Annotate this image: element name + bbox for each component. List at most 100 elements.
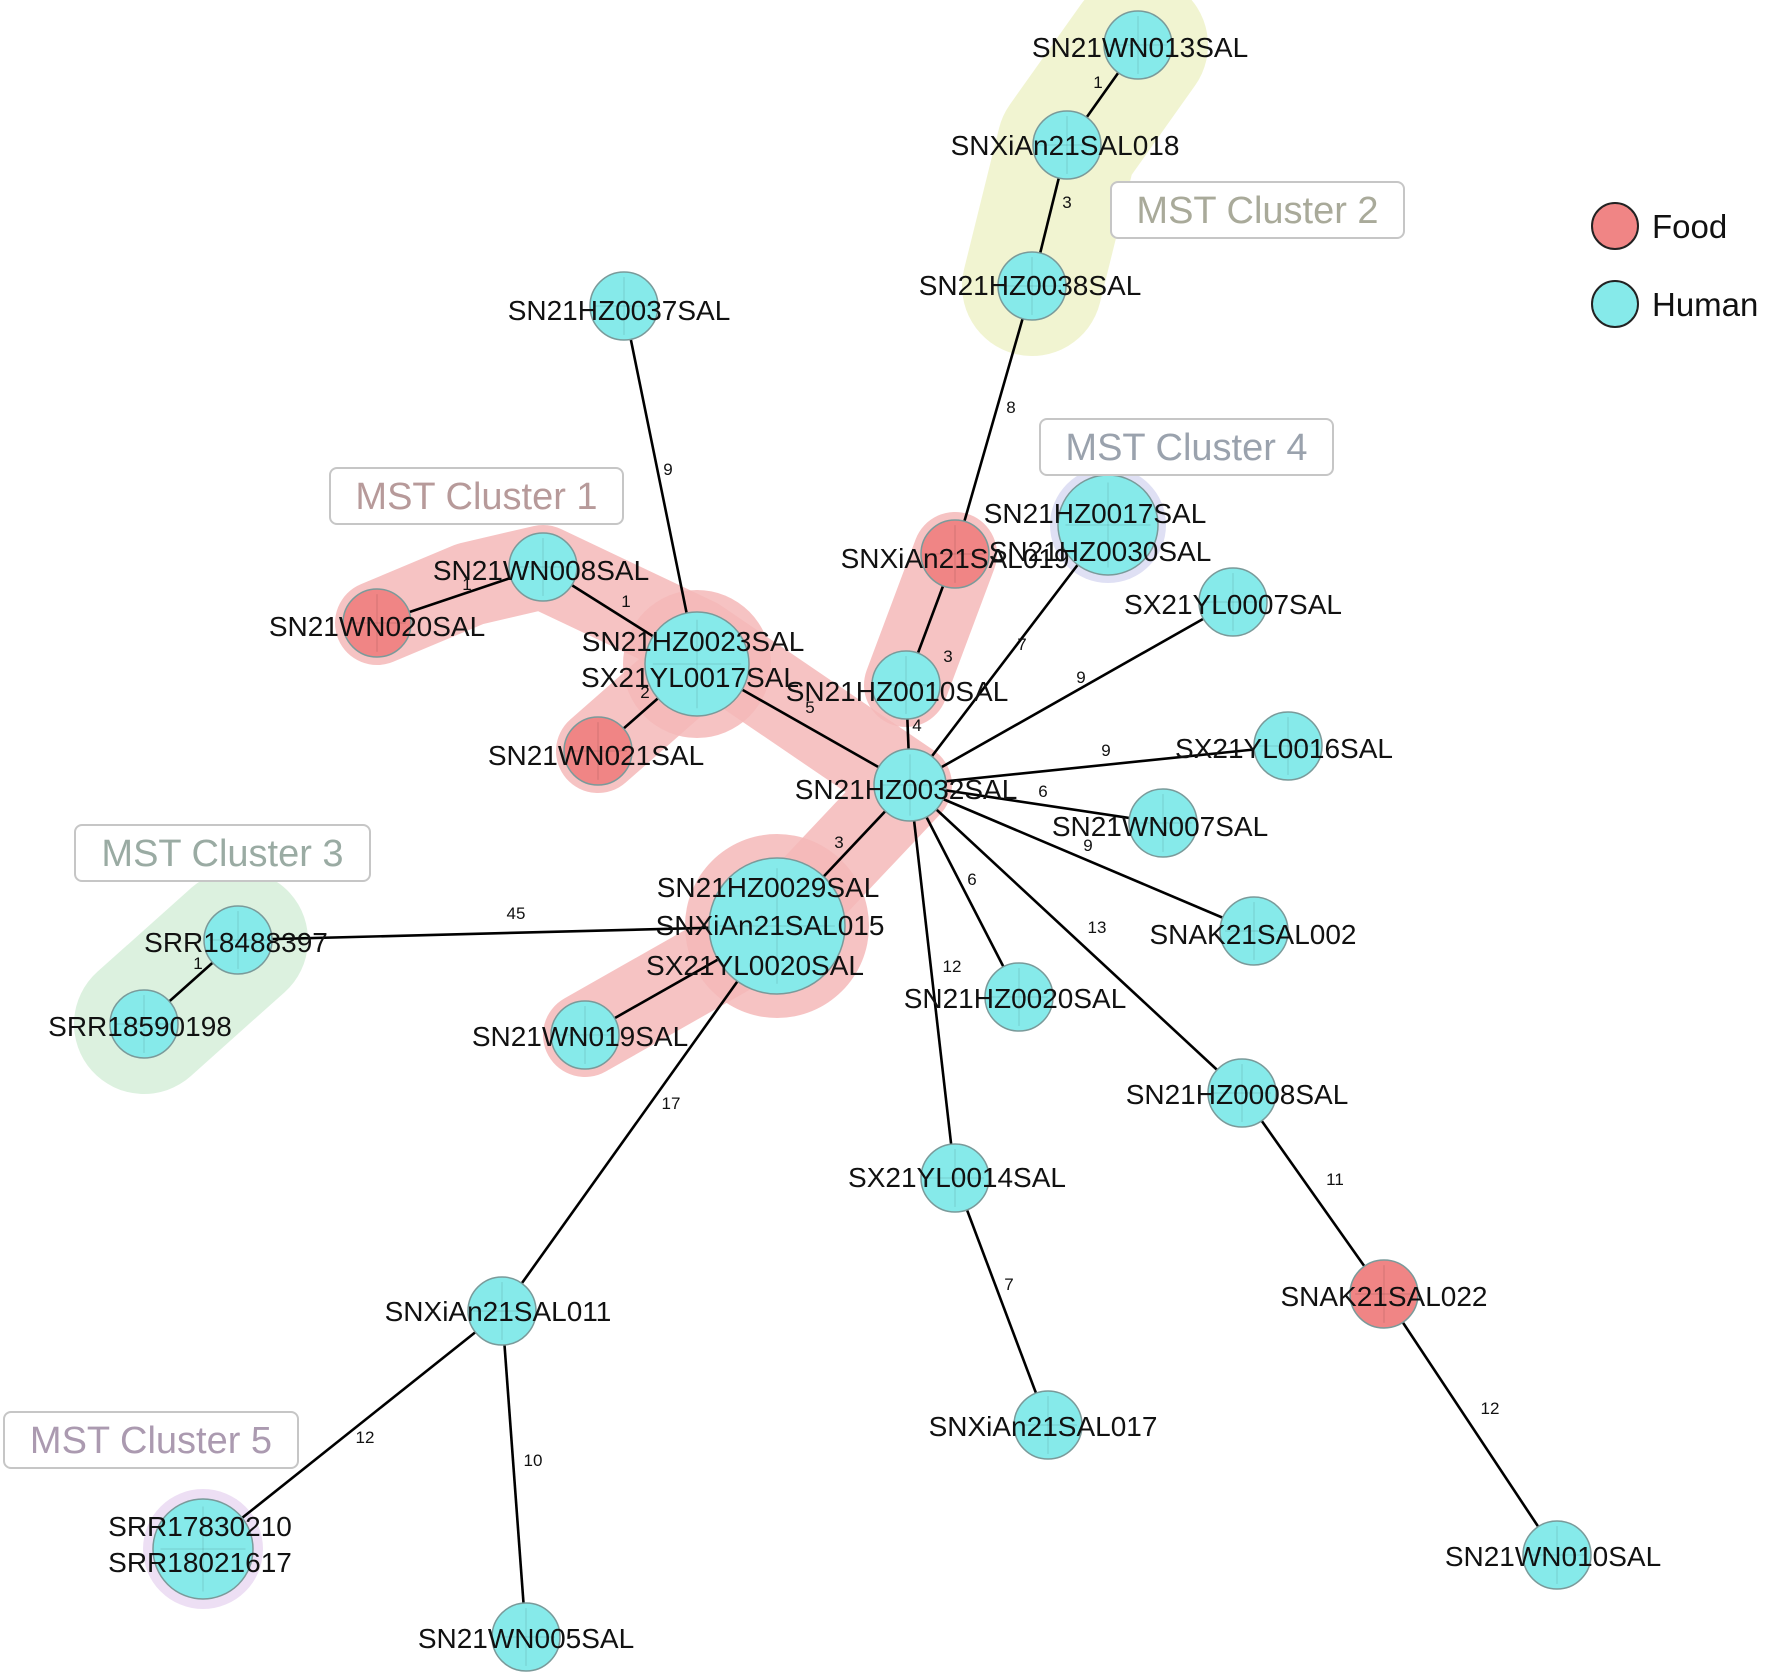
node-label: SRR17830210 <box>108 1511 292 1542</box>
node-label: SN21WN021SAL <box>488 740 704 771</box>
node-label: SN21WN005SAL <box>418 1623 634 1654</box>
node-n9[interactable] <box>342 588 412 658</box>
node-label: SN21HZ0008SAL <box>1126 1079 1349 1110</box>
node-n27[interactable] <box>152 1498 254 1600</box>
cluster-title-box <box>74 824 371 882</box>
node-circle[interactable] <box>1253 711 1323 781</box>
node-circle[interactable] <box>467 1276 537 1346</box>
node-n18[interactable] <box>203 905 273 975</box>
node-circle[interactable] <box>342 588 412 658</box>
edge-n3-n5 <box>953 285 1034 555</box>
node-label: SN21WN020SAL <box>269 611 485 642</box>
node-n14[interactable] <box>1253 711 1323 781</box>
node-n2[interactable] <box>1032 110 1102 180</box>
node-circle[interactable] <box>1103 10 1173 80</box>
node-circle[interactable] <box>491 1602 561 1672</box>
node-circle[interactable] <box>984 962 1054 1032</box>
node-circle[interactable] <box>1013 1390 1083 1460</box>
node-label: SN21WN019SAL <box>472 1021 688 1052</box>
node-label: SN21HZ0038SAL <box>919 270 1142 301</box>
edge-n24-n29 <box>500 1310 528 1638</box>
node-n23[interactable] <box>920 1143 990 1213</box>
node-label: SN21HZ0023SAL <box>582 626 805 657</box>
node-circle[interactable] <box>1522 1520 1592 1590</box>
cluster-title-text: MST Cluster 1 <box>355 476 597 518</box>
node-label: SN21HZ0029SAL <box>657 872 880 903</box>
node-circle[interactable] <box>644 611 750 717</box>
node-n4[interactable] <box>589 271 659 341</box>
node-circle[interactable] <box>1219 896 1289 966</box>
node-n21[interactable] <box>984 962 1054 1032</box>
node-label: SN21WN013SAL <box>1032 32 1248 63</box>
edge-n18-n17 <box>237 924 778 942</box>
cluster-title-c4: MST Cluster 4 <box>1039 418 1334 476</box>
edge-distance-label: 3 <box>1062 193 1071 212</box>
node-circle[interactable] <box>920 519 990 589</box>
node-n10[interactable] <box>644 611 750 717</box>
node-n7[interactable] <box>1198 567 1268 637</box>
node-n26[interactable] <box>1013 1390 1083 1460</box>
node-circle[interactable] <box>1207 1058 1277 1128</box>
node-label: SNXiAn21SAL018 <box>951 130 1180 161</box>
edge-distance-label: 1 <box>621 592 630 611</box>
node-circle[interactable] <box>997 251 1067 321</box>
node-n20[interactable] <box>550 1000 620 1070</box>
node-circle[interactable] <box>508 532 578 602</box>
node-circle[interactable] <box>1032 110 1102 180</box>
edge-n4-n10 <box>622 305 699 665</box>
edge-distance-label: 2 <box>640 683 649 702</box>
node-n1[interactable] <box>1103 10 1173 80</box>
edge-n21-n13 <box>908 784 1021 998</box>
node-circle[interactable] <box>708 857 846 995</box>
node-label: SN21HZ0037SAL <box>508 295 731 326</box>
nodes-layer <box>109 10 1592 1672</box>
node-n28[interactable] <box>1522 1520 1592 1590</box>
node-label: SN21HZ0030SAL <box>989 536 1212 567</box>
node-circle[interactable] <box>920 1143 990 1213</box>
edge-n15-n13 <box>909 783 1164 825</box>
node-circle[interactable] <box>1349 1259 1419 1329</box>
node-label: SRR18488397 <box>144 927 328 958</box>
node-n8[interactable] <box>508 532 578 602</box>
node-n25[interactable] <box>1349 1259 1419 1329</box>
legend-label: Human <box>1652 286 1758 323</box>
cluster-title-c1: MST Cluster 1 <box>329 467 624 525</box>
node-n15[interactable] <box>1128 788 1198 858</box>
edge-distance-label: 9 <box>1101 741 1110 760</box>
node-circle[interactable] <box>1128 788 1198 858</box>
cluster-title-text: MST Cluster 2 <box>1136 190 1378 232</box>
node-label: SNAK21SAL022 <box>1280 1281 1487 1312</box>
node-circle[interactable] <box>203 905 273 975</box>
node-n3[interactable] <box>997 251 1067 321</box>
node-circle[interactable] <box>1198 567 1268 637</box>
edge-n16-n13 <box>909 783 1255 933</box>
edge-distance-label: 11 <box>1326 1170 1344 1189</box>
edge-distance-label: 1 <box>1093 73 1102 92</box>
node-n24[interactable] <box>467 1276 537 1346</box>
node-n6[interactable] <box>1057 474 1159 576</box>
node-n12[interactable] <box>871 650 941 720</box>
node-n16[interactable] <box>1219 896 1289 966</box>
node-label: SNXiAn21SAL017 <box>929 1411 1158 1442</box>
node-n17[interactable] <box>708 857 846 995</box>
node-circle[interactable] <box>109 989 179 1059</box>
node-n19[interactable] <box>109 989 179 1059</box>
node-circle[interactable] <box>871 650 941 720</box>
node-n13[interactable] <box>873 748 947 822</box>
edge-distance-label: 9 <box>1083 836 1092 855</box>
node-label: SN21HZ0032SAL <box>795 774 1018 805</box>
node-circle[interactable] <box>550 1000 620 1070</box>
node-circle[interactable] <box>589 271 659 341</box>
edge-distance-label: 9 <box>1076 668 1085 687</box>
cluster-title-c3: MST Cluster 3 <box>74 824 371 882</box>
node-circle[interactable] <box>563 716 633 786</box>
node-n29[interactable] <box>491 1602 561 1672</box>
node-n5[interactable] <box>920 519 990 589</box>
node-circle[interactable] <box>152 1498 254 1600</box>
node-n22[interactable] <box>1207 1058 1277 1128</box>
edge-distance-label: 17 <box>662 1094 681 1113</box>
node-n11[interactable] <box>563 716 633 786</box>
node-circle[interactable] <box>873 748 947 822</box>
node-label: SNXiAn21SAL015 <box>656 910 885 941</box>
